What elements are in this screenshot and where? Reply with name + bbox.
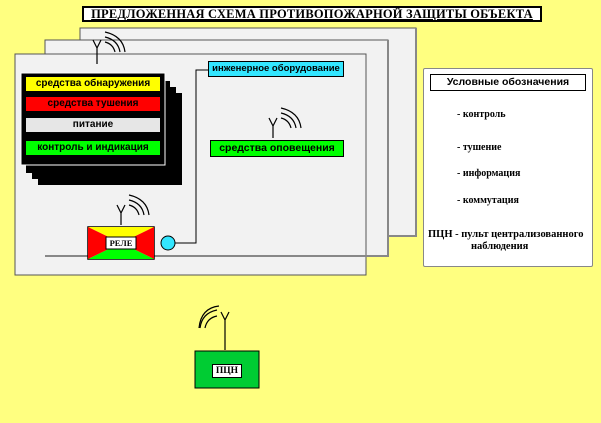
legend-pcn-note: ПЦН - пульт централизованного наблюдения (428, 229, 593, 253)
legend-pcn-note-line1: ПЦН - пульт централизованного (428, 229, 584, 240)
legend-label-extinguish: - тушение (457, 142, 502, 153)
diagram-title: ПРЕДЛОЖЕННАЯ СХЕМА ПРОТИВОПОЖАРНОЙ ЗАЩИТ… (82, 6, 542, 22)
panel-back-1-shadow (45, 40, 389, 257)
antenna-icon (92, 31, 126, 64)
legend-label-commutation: - коммутация (457, 195, 519, 206)
system-control-indication: контроль и индикация (25, 140, 161, 156)
engineering-equipment-box: инженерное оборудование (208, 61, 344, 77)
legend-title: Условные обозначения (430, 74, 586, 91)
panel-back-2-shadow (388, 28, 417, 237)
system-power: питание (25, 117, 161, 133)
legend-panel (423, 68, 593, 267)
relay-block (87, 226, 155, 260)
pcn-label: ПЦН (212, 364, 242, 378)
legend-pcn-note-line2: наблюдения (471, 241, 529, 252)
commutation-node (160, 235, 176, 251)
antenna-icon (116, 194, 150, 225)
system-extinguishing: средства тушения (25, 96, 161, 112)
antenna-icon (268, 107, 302, 138)
connection-line (175, 69, 208, 244)
legend-label-information: - информация (457, 168, 521, 179)
antenna-icon (198, 305, 230, 350)
notification-box: средства оповещения (210, 140, 344, 157)
relay-label: РЕЛЕ (109, 238, 133, 248)
system-detection: средства обнаружения (25, 76, 161, 92)
legend-label-control: - контроль (457, 109, 506, 120)
